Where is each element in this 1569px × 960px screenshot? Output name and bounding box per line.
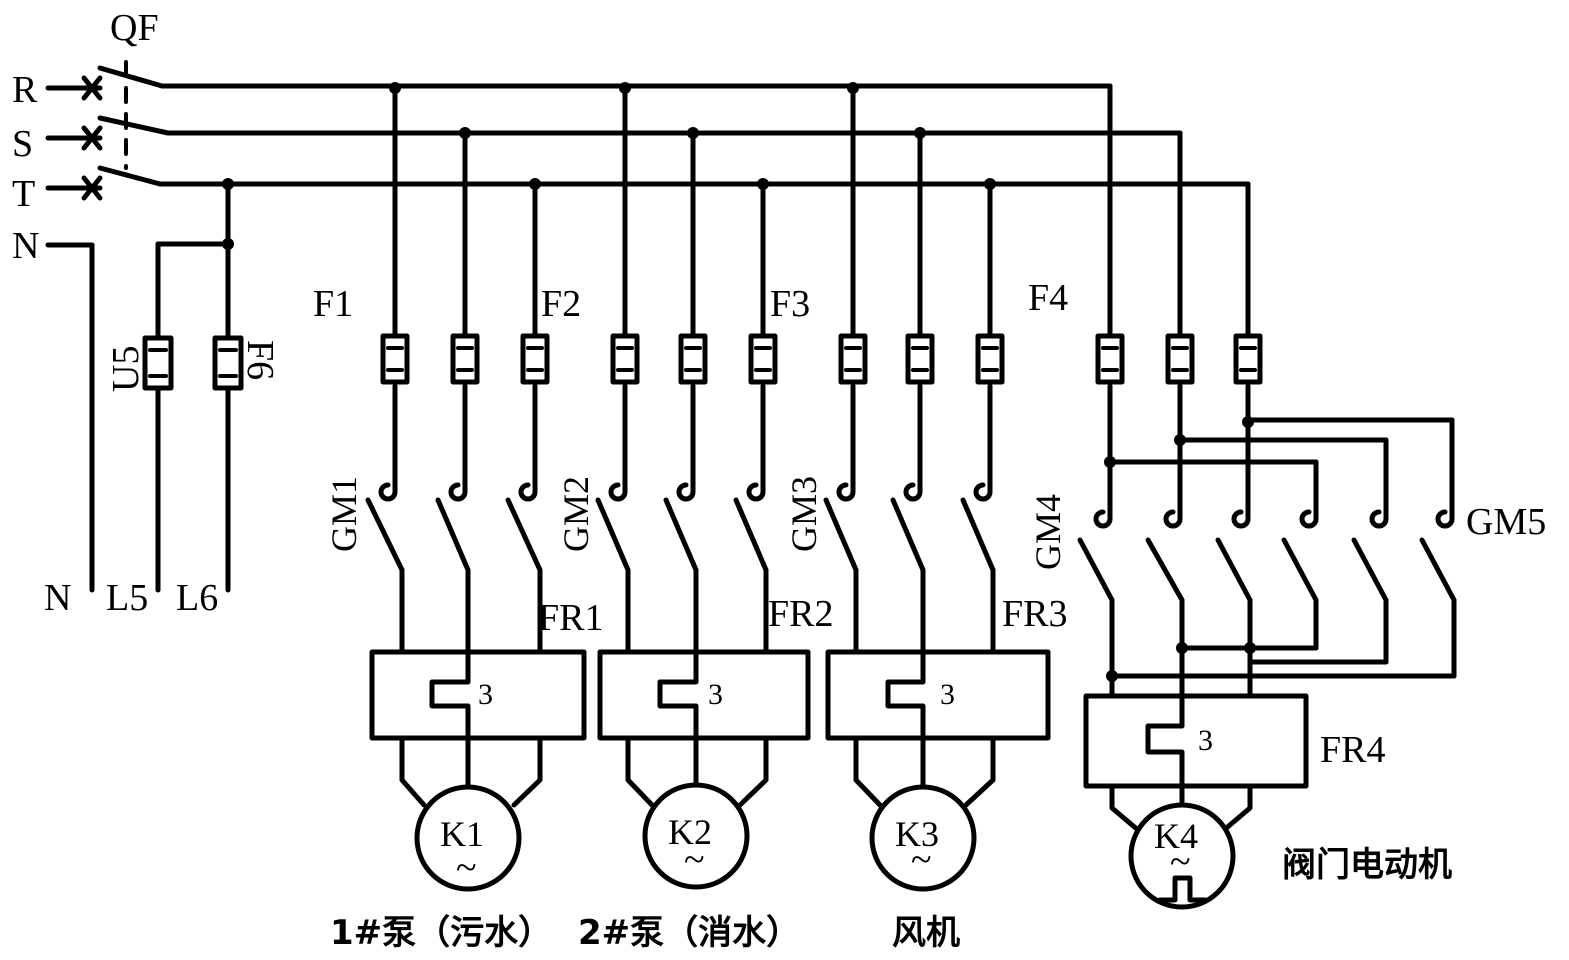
- motor-leads: [399, 735, 1253, 833]
- fuse-f4-a: [1095, 333, 1125, 385]
- motor-k2: [642, 782, 750, 890]
- thermal-relays: [369, 649, 1309, 789]
- caption-valve-motor: 阀门电动机: [1282, 845, 1452, 885]
- breaker-label: QF: [110, 7, 159, 49]
- relay-pole-fr4: 3: [1198, 724, 1213, 757]
- supply-wiring: [45, 83, 1251, 593]
- relay-label-fr2: FR2: [768, 593, 833, 635]
- contactor-label-gm5: GM5: [1466, 501, 1546, 543]
- pulse-symbol: [1157, 875, 1208, 903]
- fuse-f3-c: [975, 333, 1005, 385]
- motor-ac-symbol-k1: ~: [456, 847, 477, 889]
- motor-label-k4: K4: [1154, 816, 1198, 856]
- fuse-group-label-f1: F1: [313, 283, 353, 325]
- motor-label-k2: K2: [668, 812, 712, 852]
- fuse-group-label-f2: F2: [541, 283, 581, 325]
- output-label-l6: L6: [176, 577, 218, 619]
- aux-fuses: [142, 335, 244, 391]
- aux-fuse-label-f6: F6: [239, 340, 281, 380]
- motor-k1: [414, 784, 522, 892]
- fuse-group-label-f3: F3: [770, 283, 810, 325]
- relay-label-fr3: FR3: [1002, 593, 1067, 635]
- breaker-qf: [79, 60, 171, 201]
- contactor-label-gm1: GM1: [324, 476, 364, 552]
- fuse-f2-a: [610, 333, 640, 385]
- relay-fr2-box: [597, 649, 811, 741]
- relay-pole-fr3: 3: [940, 678, 955, 711]
- caption-pump-1: 1#泵（污水）: [330, 913, 552, 953]
- motor-ac-symbol-k2: ~: [684, 839, 705, 881]
- breaker-x-mark: [81, 175, 103, 201]
- contactor-label-gm2: GM2: [556, 476, 596, 552]
- phase-label-t: T: [12, 173, 35, 215]
- fuse-f1-a: [380, 333, 410, 385]
- caption-pump-2: 2#泵（消水）: [578, 913, 800, 953]
- fuse-f2-c: [748, 333, 778, 385]
- motor-ac-symbol-k3: ~: [911, 839, 932, 881]
- fuse-f4-c: [1233, 333, 1263, 385]
- junctions: [222, 82, 1256, 682]
- relay-fr3-box: [825, 649, 1051, 741]
- motor-label-k1: K1: [440, 814, 484, 854]
- breaker-x-mark: [81, 125, 103, 151]
- relay-fr4-box: [1083, 693, 1309, 789]
- valve-motor-wiring: [1077, 383, 1457, 699]
- motor-ac-symbol-k4: ~: [1170, 841, 1191, 883]
- fuse-f2-b: [678, 333, 708, 385]
- fuse-group-label-f4: F4: [1028, 277, 1068, 319]
- breaker-x-mark: [81, 75, 103, 101]
- relay-pole-fr1: 3: [478, 678, 493, 711]
- relay-label-fr1: FR1: [538, 597, 603, 639]
- motor-k4: [1128, 802, 1236, 910]
- fuse-f3-b: [905, 333, 935, 385]
- relay-pole-fr2: 3: [708, 678, 723, 711]
- fuse-f3-a: [838, 333, 868, 385]
- aux-fuse-label-u5: U5: [105, 346, 147, 392]
- contactor-label-gm4: GM4: [1028, 494, 1068, 570]
- motor-label-k3: K3: [895, 814, 939, 854]
- fuse-f1-c: [520, 333, 550, 385]
- output-label-n: N: [44, 577, 71, 619]
- output-label-l5: L5: [106, 577, 148, 619]
- relay-label-fr4: FR4: [1320, 729, 1385, 771]
- contactor-label-gm3: GM3: [784, 476, 824, 552]
- fuse-f4-b: [1165, 333, 1195, 385]
- motors: [414, 782, 1236, 910]
- phase-label-r: R: [12, 69, 38, 111]
- labels: QF R S T N N L5 L6 U5 F6 F1 F2 F3 F4 GM1…: [12, 7, 1546, 953]
- branch-wiring: [365, 83, 996, 655]
- caption-fan: 风机: [892, 913, 960, 953]
- neutral-label: N: [12, 225, 39, 267]
- relay-fr1-box: [369, 649, 587, 741]
- motor-k3: [869, 784, 977, 892]
- fuses: [380, 333, 1263, 385]
- contactor-contacts: [378, 475, 993, 502]
- phase-label-s: S: [12, 123, 33, 165]
- fuse-f1-b: [450, 333, 480, 385]
